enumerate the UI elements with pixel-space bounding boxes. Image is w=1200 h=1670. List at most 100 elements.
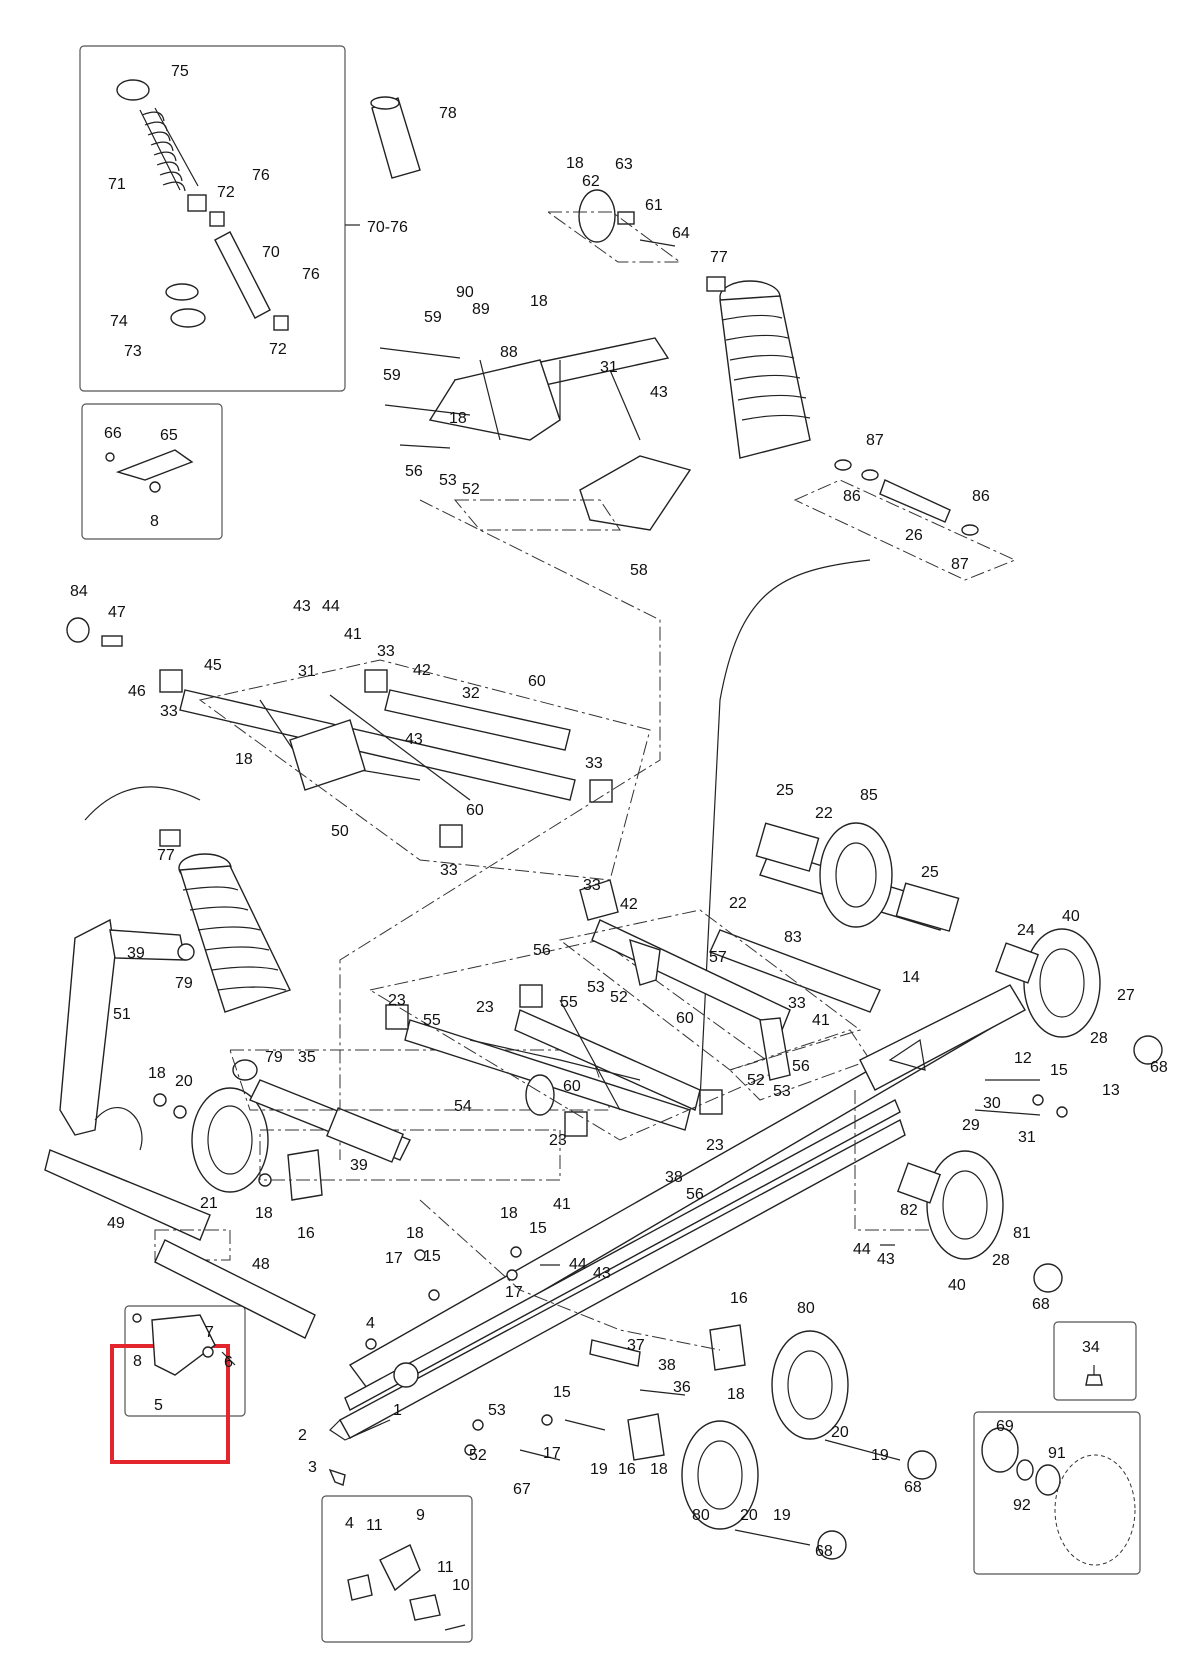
label-10: 10 (452, 1577, 470, 1594)
label-42: 42 (620, 896, 638, 913)
bogie-wheel-80b (681, 1420, 847, 1560)
rear-wheel-upper (994, 928, 1163, 1065)
slide-inset-box (124, 1305, 246, 1417)
bogie-wheel-80a (771, 1330, 937, 1480)
label-9: 9 (416, 1507, 425, 1524)
label-18: 18 (500, 1205, 518, 1222)
label-40: 40 (948, 1277, 966, 1294)
label-37: 37 (627, 1337, 645, 1354)
label-41: 41 (344, 626, 362, 643)
label-77: 77 (157, 847, 175, 864)
label-60: 60 (466, 802, 484, 819)
label-15: 15 (529, 1220, 547, 1237)
label-61: 61 (645, 197, 663, 214)
label-4: 4 (345, 1515, 354, 1532)
label-14: 14 (902, 969, 920, 986)
label-43: 43 (405, 731, 423, 748)
label-79: 79 (265, 1049, 283, 1066)
label-11: 11 (437, 1559, 454, 1576)
label-31: 31 (1018, 1129, 1036, 1146)
label-60: 60 (563, 1078, 581, 1095)
label-60: 60 (676, 1010, 694, 1027)
label-33: 33 (583, 877, 601, 894)
label-8: 8 (133, 1353, 142, 1370)
label-44: 44 (322, 598, 340, 615)
label-51: 51 (113, 1006, 131, 1023)
label-56: 56 (792, 1058, 810, 1075)
label-65: 65 (160, 427, 178, 444)
label-15: 15 (553, 1384, 571, 1401)
label-54: 54 (454, 1098, 472, 1115)
axle-brackets (589, 1324, 746, 1461)
label-86: 86 (843, 488, 861, 505)
label-1: 1 (393, 1402, 402, 1419)
label-81: 81 (1013, 1225, 1031, 1242)
bracket-inset-box (81, 403, 223, 540)
label-53: 53 (439, 472, 457, 489)
label-47: 47 (108, 604, 126, 621)
label-85: 85 (860, 787, 878, 804)
label-6: 6 (224, 1354, 233, 1371)
label-41: 41 (812, 1012, 830, 1029)
label-71: 71 (108, 176, 126, 193)
slide-bracket-part (132, 1313, 236, 1376)
main-rail (328, 984, 1026, 1486)
upper-pivot-assembly (379, 189, 692, 531)
label-56: 56 (686, 1186, 704, 1203)
fasteners (365, 1079, 1068, 1546)
label-89: 89 (472, 301, 490, 318)
label-49: 49 (107, 1215, 125, 1232)
label-24: 24 (1017, 922, 1035, 939)
label-75: 75 (171, 63, 189, 80)
label-15: 15 (1050, 1062, 1068, 1079)
label-22: 22 (729, 895, 747, 912)
label-18: 18 (727, 1386, 745, 1403)
label-18: 18 (406, 1225, 424, 1242)
label-58: 58 (630, 562, 648, 579)
label-52: 52 (610, 989, 628, 1006)
label-67: 67 (513, 1481, 531, 1498)
upper-rear-idler (755, 822, 960, 932)
label-15: 15 (423, 1248, 441, 1265)
label-18: 18 (650, 1461, 668, 1478)
label-34: 34 (1082, 1339, 1100, 1356)
label-7: 7 (205, 1324, 214, 1341)
label-23: 23 (706, 1137, 724, 1154)
label-82: 82 (900, 1202, 918, 1219)
label-57: 57 (709, 949, 727, 966)
label-76: 76 (302, 266, 320, 283)
label-5: 5 (154, 1397, 163, 1414)
label-19: 19 (871, 1447, 889, 1464)
label-70: 70 (262, 244, 280, 261)
label-62: 62 (582, 173, 600, 190)
label-43: 43 (293, 598, 311, 615)
label-59: 59 (383, 367, 401, 384)
label-79: 79 (175, 975, 193, 992)
label-52: 52 (747, 1072, 765, 1089)
shock-spring (116, 79, 421, 331)
label-86: 86 (972, 488, 990, 505)
label-17: 17 (385, 1250, 403, 1267)
label-87: 87 (866, 432, 884, 449)
label-36: 36 (673, 1379, 691, 1396)
label-83: 83 (784, 929, 802, 946)
label-16: 16 (297, 1225, 315, 1242)
label-20: 20 (740, 1507, 758, 1524)
grease-fitting (1085, 1365, 1103, 1386)
label-45: 45 (204, 657, 222, 674)
label-64: 64 (672, 225, 690, 242)
label-16: 16 (618, 1461, 636, 1478)
label-17: 17 (543, 1445, 561, 1462)
label-28: 28 (992, 1252, 1010, 1269)
label-88: 88 (500, 344, 518, 361)
label-18: 18 (530, 293, 548, 310)
label-53: 53 (488, 1402, 506, 1419)
label-80: 80 (797, 1300, 815, 1317)
link-arm (44, 918, 231, 1261)
clip-inset-box (321, 1495, 473, 1643)
label-66: 66 (104, 425, 122, 442)
mid-shafts (558, 879, 881, 1101)
label-28: 28 (1090, 1030, 1108, 1047)
label-43: 43 (593, 1265, 611, 1282)
label-56: 56 (405, 463, 423, 480)
